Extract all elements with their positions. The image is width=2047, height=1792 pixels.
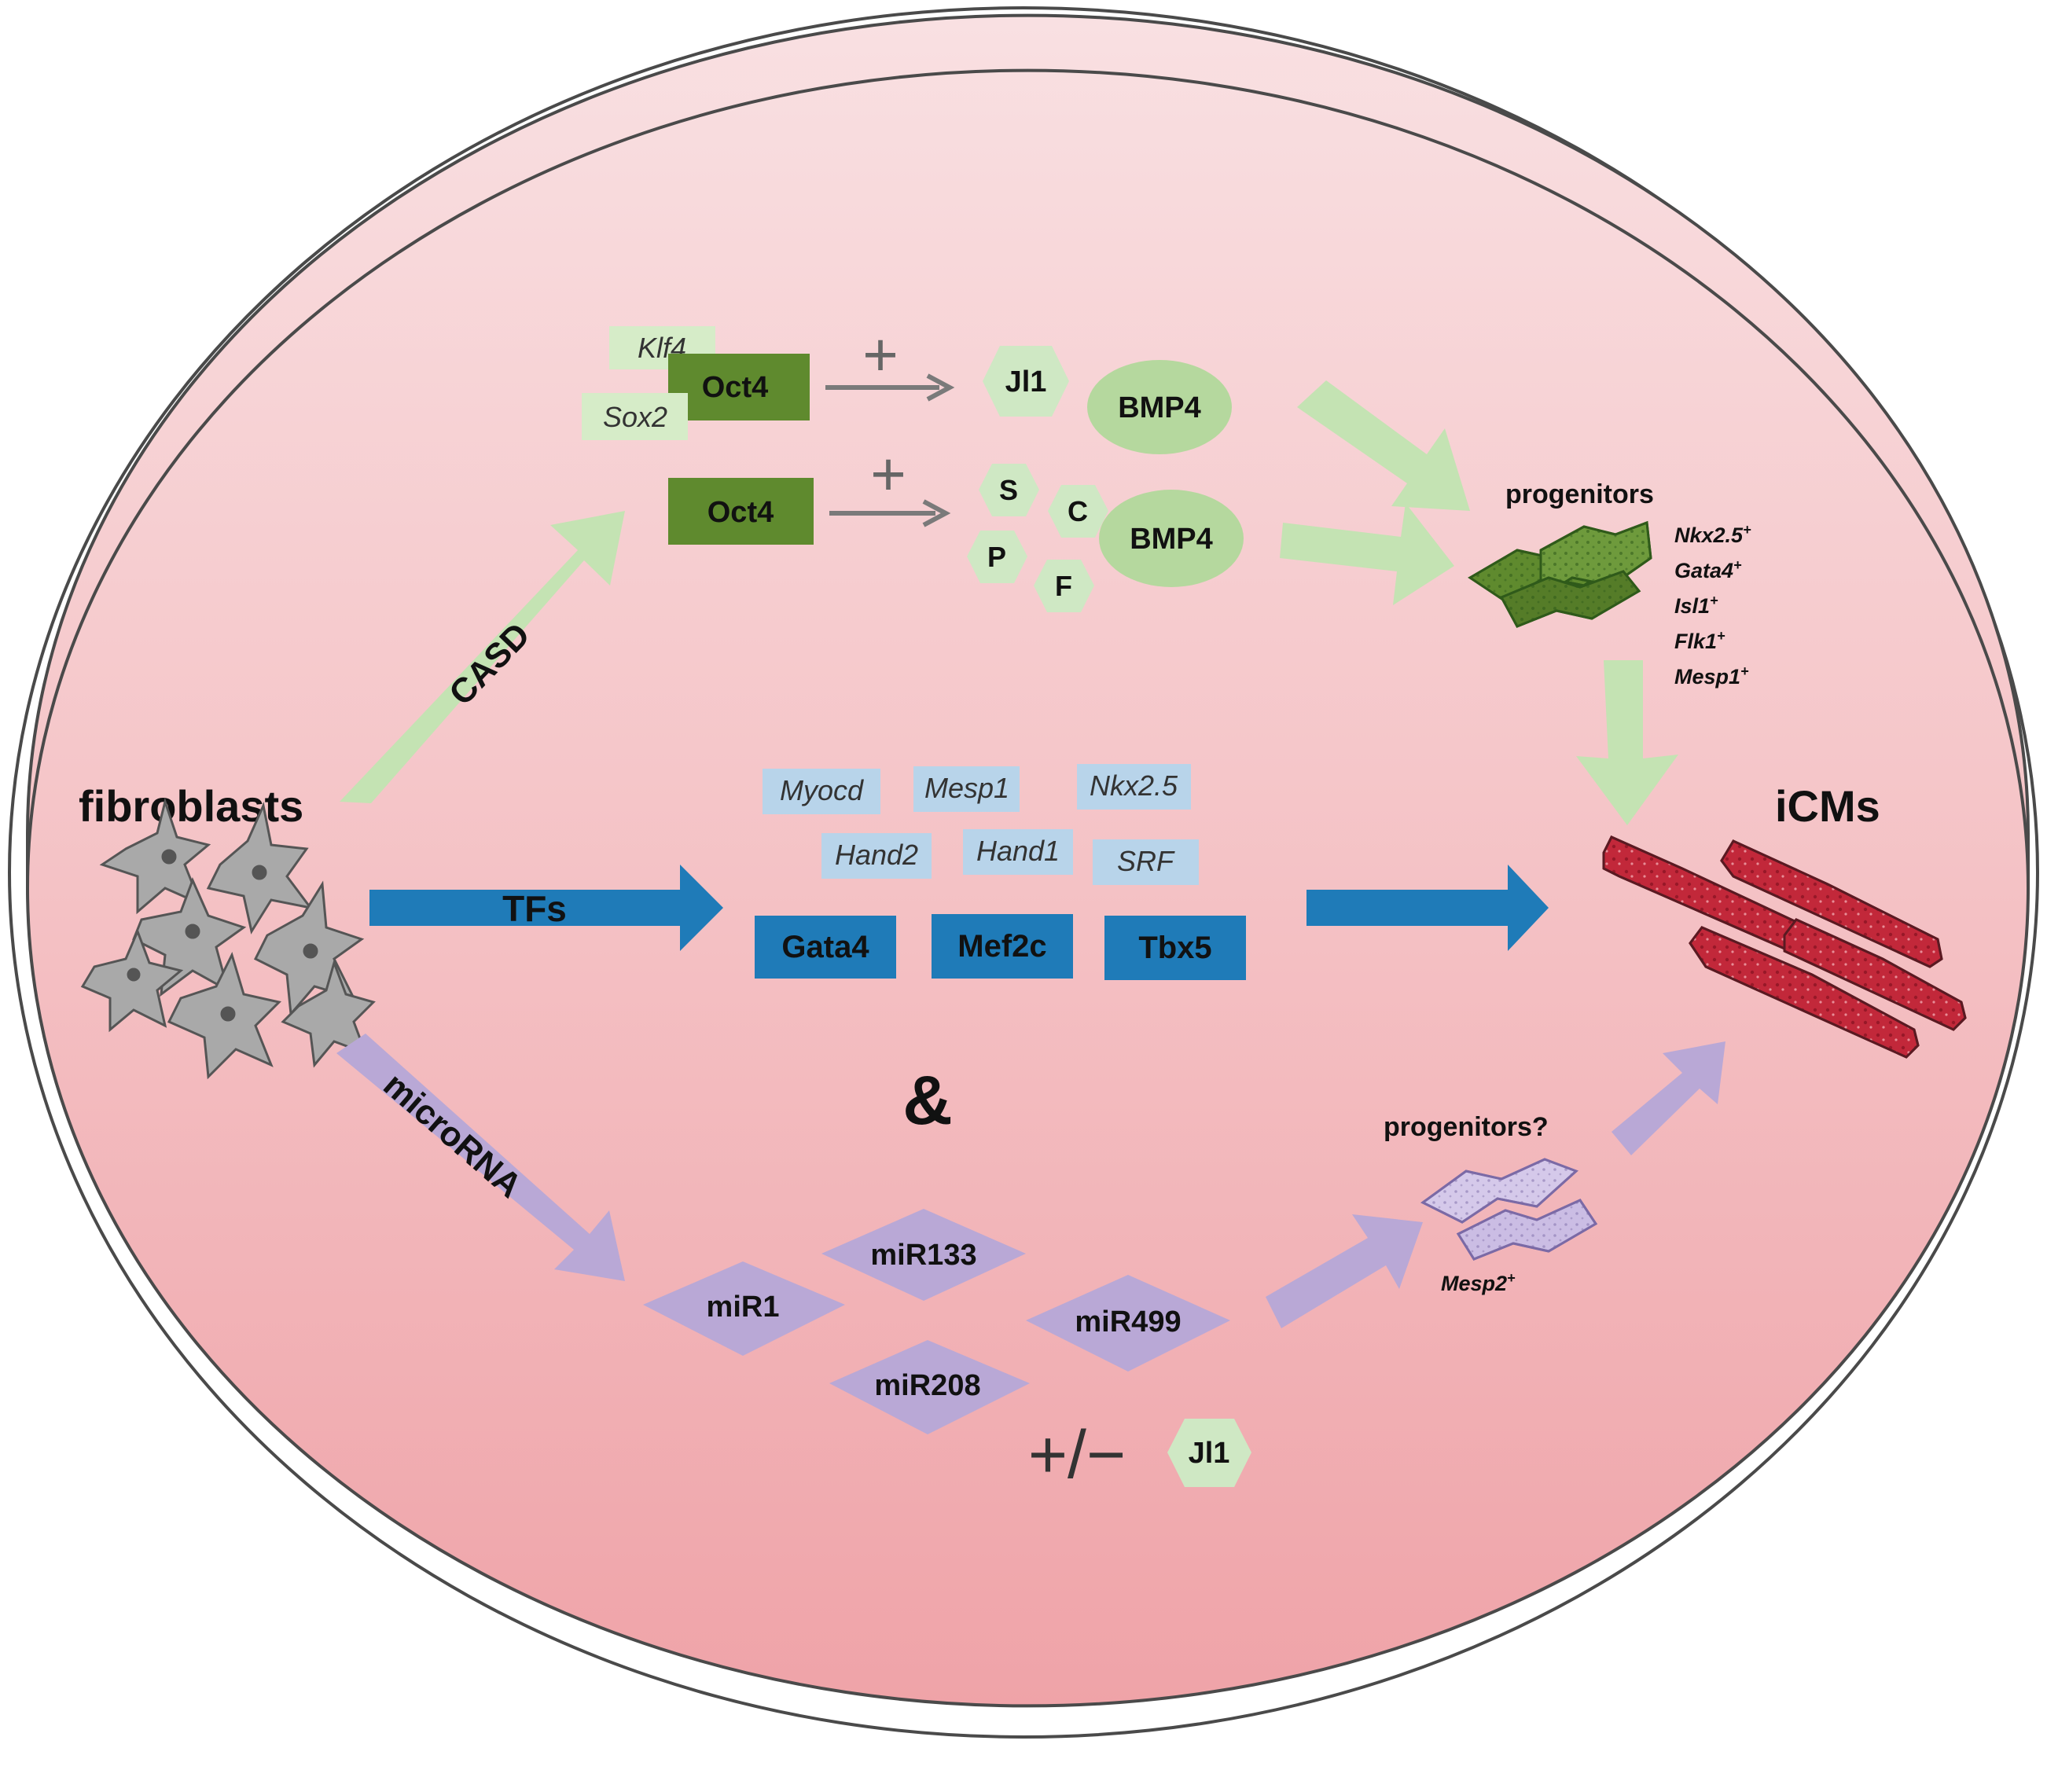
hand2-box xyxy=(821,833,932,879)
mesp1-label: Mesp1 xyxy=(924,772,1009,804)
hand1-label: Hand1 xyxy=(976,835,1060,867)
plus-minus-label: +/− xyxy=(1028,1417,1126,1493)
progenitors-question-label: progenitors? xyxy=(1384,1112,1549,1142)
myocd-box xyxy=(763,769,880,814)
purple-arrow-to-progenitors xyxy=(1266,1214,1423,1328)
green-progenitor-cells-icon xyxy=(1468,520,1652,628)
nkx25-label: Nkx2.5 xyxy=(1090,769,1178,802)
f-label: F xyxy=(1055,570,1072,602)
marker-isl1: Isl1+ xyxy=(1674,593,1718,618)
tfs-label: TFs xyxy=(502,888,567,929)
c-label: C xyxy=(1068,495,1088,527)
p-hexagon xyxy=(967,531,1027,583)
mir208-label: miR208 xyxy=(874,1369,980,1402)
s-hexagon xyxy=(979,464,1039,516)
mir1-label: miR1 xyxy=(707,1291,780,1324)
sox2-box xyxy=(582,393,688,440)
gata4-box xyxy=(755,916,896,979)
casd-arrow xyxy=(340,511,625,803)
microrna-arrow xyxy=(336,1034,625,1281)
tbx5-box xyxy=(1104,916,1246,980)
ampersand-label: & xyxy=(902,1061,953,1139)
oct4-label-row1: Oct4 xyxy=(702,371,768,404)
jl1-hexagon-row1 xyxy=(983,346,1069,417)
marker-nkx25: Nkx2.5+ xyxy=(1674,522,1751,547)
progenitors-label: progenitors xyxy=(1505,479,1654,509)
f-hexagon xyxy=(1034,560,1094,612)
green-arrow-row1 xyxy=(1297,380,1470,511)
srf-label: SRF xyxy=(1117,845,1175,877)
arrow-row2-head xyxy=(922,499,951,527)
hand2-label: Hand2 xyxy=(835,839,918,871)
jl1-hexagon-mirna xyxy=(1167,1419,1251,1487)
plus-sign-row1: + xyxy=(862,320,899,389)
dish-inner-rim xyxy=(26,68,2030,889)
marker-gata4: Gata4+ xyxy=(1674,557,1742,582)
mir1-diamond xyxy=(643,1261,845,1356)
s-label: S xyxy=(999,474,1018,506)
purple-progenitor-cells-icon xyxy=(1420,1158,1598,1261)
plus-sign-row2: + xyxy=(870,439,906,509)
tfs-arrow-right xyxy=(1306,865,1549,951)
oct4-label-row2: Oct4 xyxy=(707,496,774,529)
bmp4-label-row1: BMP4 xyxy=(1118,391,1201,424)
bmp4-label-row2: BMP4 xyxy=(1130,523,1213,556)
icms-label: iCMs xyxy=(1775,781,1880,831)
sox2-label: Sox2 xyxy=(603,401,667,433)
fibroblast-cells-icon xyxy=(80,797,376,1080)
jl1-label-row1: Jl1 xyxy=(1005,365,1047,398)
cardiomyocytes-icon xyxy=(1602,835,1967,1059)
mir499-diamond xyxy=(1026,1275,1230,1372)
mir133-diamond xyxy=(821,1209,1026,1301)
mir499-label: miR499 xyxy=(1075,1305,1181,1338)
p-label: P xyxy=(987,541,1006,573)
bmp4-ellipse-row1 xyxy=(1087,360,1232,454)
mir208-diamond xyxy=(829,1340,1030,1434)
gata4-label: Gata4 xyxy=(781,930,869,964)
tbx5-label: Tbx5 xyxy=(1138,931,1211,965)
purple-arrow-to-icms xyxy=(1612,1041,1725,1155)
hand1-box xyxy=(963,829,1073,875)
oct4-box-row1 xyxy=(668,354,810,420)
fibroblasts-label: fibroblasts xyxy=(79,781,303,831)
c-hexagon xyxy=(1048,485,1108,538)
nkx25-box xyxy=(1077,764,1191,810)
jl1-label-mirna: Jl1 xyxy=(1189,1437,1230,1470)
arrow-row1-head xyxy=(926,373,955,402)
mesp1-box xyxy=(913,766,1020,812)
bmp4-ellipse-row2 xyxy=(1099,490,1244,587)
green-arrow-row2 xyxy=(1280,503,1454,605)
marker-mesp1: Mesp1+ xyxy=(1674,663,1749,689)
marker-mesp2: Mesp2+ xyxy=(1441,1270,1516,1295)
srf-box xyxy=(1093,839,1199,885)
mef2c-box xyxy=(932,914,1073,979)
mef2c-label: Mef2c xyxy=(957,929,1046,964)
green-arrow-down xyxy=(1576,660,1678,825)
oct4-box-row2 xyxy=(668,478,814,545)
progenitor-markers: Nkx2.5+ Gata4+ Isl1+ Flk1+ Mesp1+ xyxy=(1674,522,1751,689)
tfs-arrow-left xyxy=(369,865,723,951)
marker-flk1: Flk1+ xyxy=(1674,628,1725,653)
myocd-label: Myocd xyxy=(780,774,864,806)
mir133-label: miR133 xyxy=(870,1239,976,1272)
